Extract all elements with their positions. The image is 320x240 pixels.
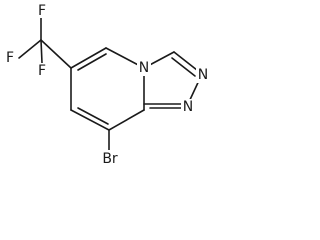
atom-n-ring: N (139, 60, 149, 76)
atom-labels: F F F N N N Br (3, 3, 210, 168)
atom-n-bottom: N (183, 99, 193, 115)
bond-c8a-c8 (108, 109, 145, 131)
atom-f-left: F (6, 50, 14, 66)
bond-cf3-ring (40, 39, 72, 69)
double-bond-c6-c5 (77, 53, 107, 71)
bond-c6-c5 (70, 47, 107, 69)
bond-c-f-left (18, 39, 42, 59)
atom-f-bottom: F (38, 63, 46, 79)
atom-n-right: N (198, 67, 208, 83)
chemical-structure: F F F N N N Br (3, 3, 210, 168)
atom-br: Br (102, 151, 118, 167)
triazole-ring-bonds (143, 51, 203, 105)
bond-c-f-bottom (40, 39, 43, 64)
pyridine-ring-bonds (70, 47, 183, 131)
double-bond-c8-c7 (77, 107, 109, 125)
double-bond-c3-n2 (171, 57, 196, 77)
atom-f-top: F (38, 3, 46, 19)
bond-c8-c7 (70, 109, 110, 131)
trifluoromethyl-bonds (18, 15, 72, 69)
